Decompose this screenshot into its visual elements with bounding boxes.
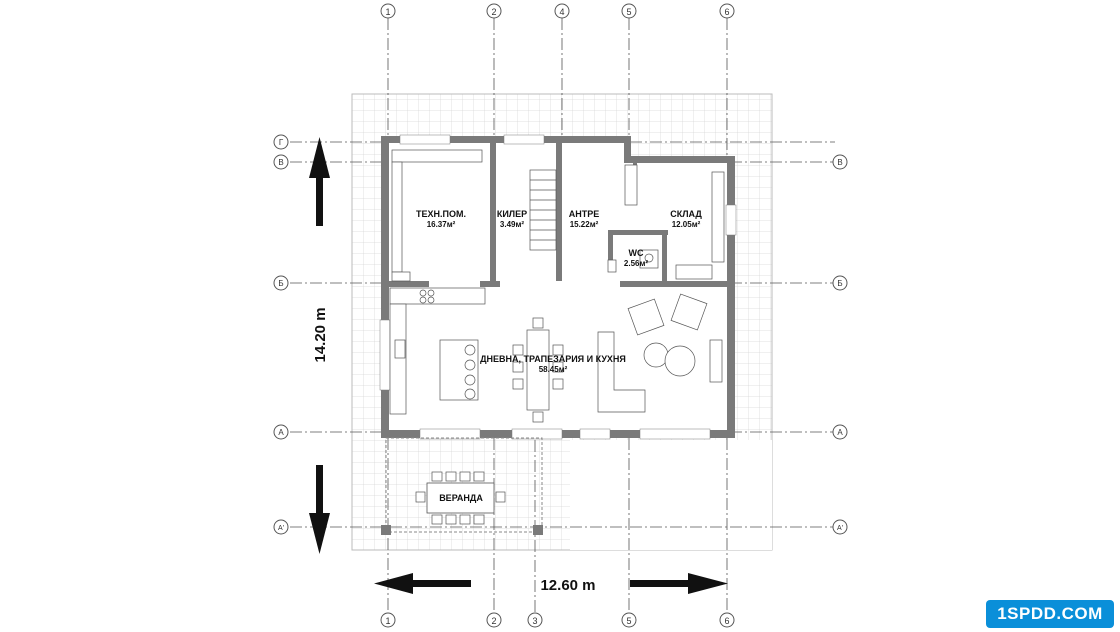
grid-label-row-a-right: А <box>837 428 843 437</box>
tech-room-equipment <box>391 149 483 282</box>
grid-label-row-b: Б <box>278 279 283 288</box>
grid-label-row-a1-right: А' <box>837 525 843 532</box>
grid-label-row-a1: А' <box>278 525 284 532</box>
grid-bubbles-rows: Г В Б А А' В Б А А' <box>273 134 848 535</box>
veranda <box>381 437 543 535</box>
grid-label-row-b-right: Б <box>837 279 842 288</box>
room-area-wc: 2.56м² <box>624 259 648 268</box>
grid-label-bottom-1: 1 <box>385 616 390 626</box>
grid-label-row-a: А <box>278 428 284 437</box>
grid-label-bottom-5: 5 <box>626 616 631 626</box>
room-name-storage: СКЛАД <box>670 209 702 219</box>
grid-label-bottom-2: 2 <box>491 616 496 626</box>
room-name-pantry: КИЛЕР <box>497 209 527 219</box>
room-name-living: ДНЕВНА, ТРАПЕЗАРИЯ И КУХНЯ <box>480 354 626 364</box>
room-area-living: 58.45м² <box>539 365 568 374</box>
arrow-left-icon <box>374 573 413 594</box>
room-name-tech: ТЕХН.ПОМ. <box>416 209 466 219</box>
grid-label-row-g: Г <box>279 138 284 147</box>
room-area-pantry: 3.49м² <box>500 220 524 229</box>
arrow-down-shaft <box>316 465 323 513</box>
grid-label-top-1: 1 <box>385 7 390 17</box>
grid-label-top-4: 4 <box>559 7 564 17</box>
dimension-arrows <box>309 137 728 594</box>
grid-label-bottom-3: 3 <box>532 616 537 626</box>
kitchen-counter <box>389 287 486 415</box>
grid-bubbles-bottom: 1 2 3 5 6 <box>380 612 735 628</box>
wc-fixtures <box>607 164 725 280</box>
logo-text: 1SPDD.COM <box>997 604 1103 623</box>
staircase <box>529 169 557 251</box>
dining-table <box>512 317 564 423</box>
room-name-wc: WC <box>629 248 644 258</box>
room-name-hall: АНТРЕ <box>569 209 600 219</box>
site-logo[interactable]: 1SPDD.COM <box>986 600 1114 628</box>
room-area-hall: 15.22м² <box>570 220 599 229</box>
arrow-right-icon <box>688 573 728 594</box>
arrow-right-shaft <box>630 580 688 587</box>
grid-label-top-6: 6 <box>724 7 729 17</box>
arrow-down-icon <box>309 513 330 554</box>
arrow-up-icon <box>309 137 330 178</box>
room-labels: ТЕХН.ПОМ. 16.37м² КИЛЕР 3.49м² АНТРЕ 15.… <box>416 209 702 503</box>
room-area-storage: 12.05м² <box>672 220 701 229</box>
wall-openings <box>379 134 737 440</box>
room-area-tech: 16.37м² <box>427 220 456 229</box>
dimension-width: 12.60 m <box>540 577 595 594</box>
grid-label-top-2: 2 <box>491 7 496 17</box>
grid-label-top-5: 5 <box>626 7 631 17</box>
grid-label-bottom-6: 6 <box>724 616 729 626</box>
grid-label-row-v-right: В <box>837 158 842 167</box>
sofa-set <box>597 293 723 413</box>
arrow-up-shaft <box>316 178 323 226</box>
dimension-height: 14.20 m <box>312 307 329 362</box>
grid-label-row-v: В <box>278 158 283 167</box>
arrow-left-shaft <box>413 580 471 587</box>
room-name-veranda: ВЕРАНДА <box>439 493 483 503</box>
grid-bubbles-top: 1 2 4 5 6 <box>380 3 735 19</box>
